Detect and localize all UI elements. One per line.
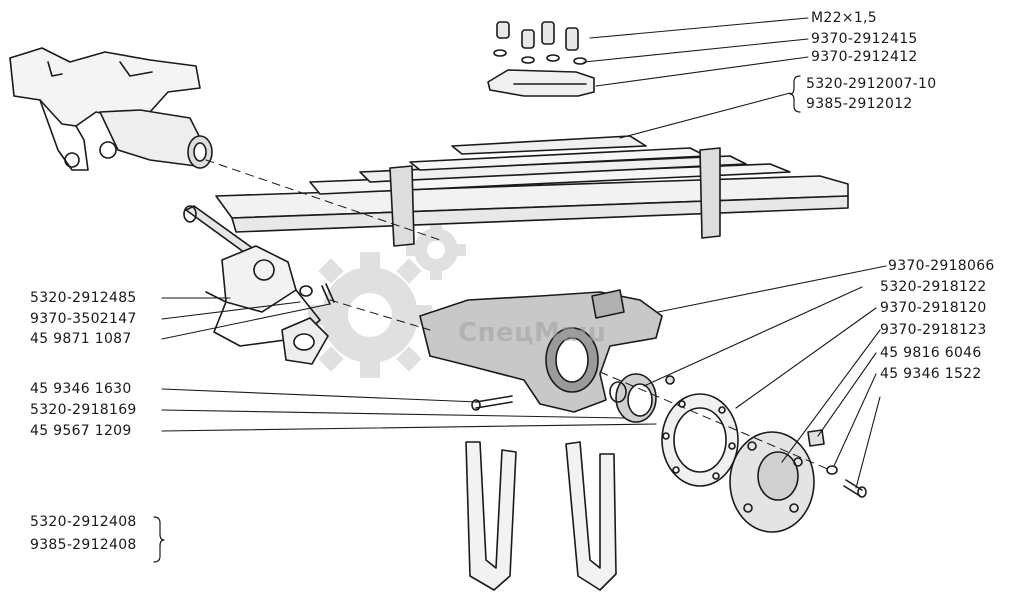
part-label: 45 9346 1630 [30,381,132,397]
part-label: 45 9346 1522 [880,366,982,382]
leaf-spring-part [215,135,849,247]
part-label: 45 9567 1209 [30,423,132,439]
part-label: 9370-2918123 [880,322,987,338]
part-label: 45 9816 6046 [880,345,982,361]
u-bolt-left-part [465,441,517,591]
part-label: 5320-2912485 [30,290,137,306]
part-label: 5320-2912408 [30,514,137,530]
nuts-part [496,21,579,51]
gasket-part [661,393,739,487]
part-label: 5320-2918122 [880,279,987,295]
u-bolt-right-part [565,441,617,591]
watermark-gear-icon [308,220,466,378]
part-label: 5320-2912007-10 [806,76,937,92]
cover-bolt-part [843,479,867,498]
pin-part [299,283,335,305]
part-label: M22×1,5 [811,10,877,26]
watermark-text: СпецМаш [458,318,607,348]
part-label: 9370-2912415 [811,31,918,47]
grease-fitting-part [807,429,825,447]
part-label: 9370-3502147 [30,311,137,327]
spring-plate-part [487,69,595,97]
bushing-part [609,373,657,423]
bracket-axle-part [9,47,213,171]
part-label: 9370-2918066 [888,258,995,274]
hub-cover-part [729,431,815,533]
bolt-small-part [471,395,513,411]
part-label: 5320-2918169 [30,402,137,418]
small-nut-part [665,375,675,385]
lock-washer-part [826,465,838,475]
part-label: 9385-2912408 [30,537,137,553]
part-label: 9370-2912412 [811,49,918,65]
spring-eye-bracket-part [205,245,329,365]
part-label: 45 9871 1087 [30,331,132,347]
washers-part [493,49,587,65]
part-label: 9385-2912012 [806,96,913,112]
trunnion-bracket-part [419,289,663,413]
leader-lines [161,17,887,489]
part-label: 9370-2918120 [880,300,987,316]
grouping-brackets [153,75,801,563]
